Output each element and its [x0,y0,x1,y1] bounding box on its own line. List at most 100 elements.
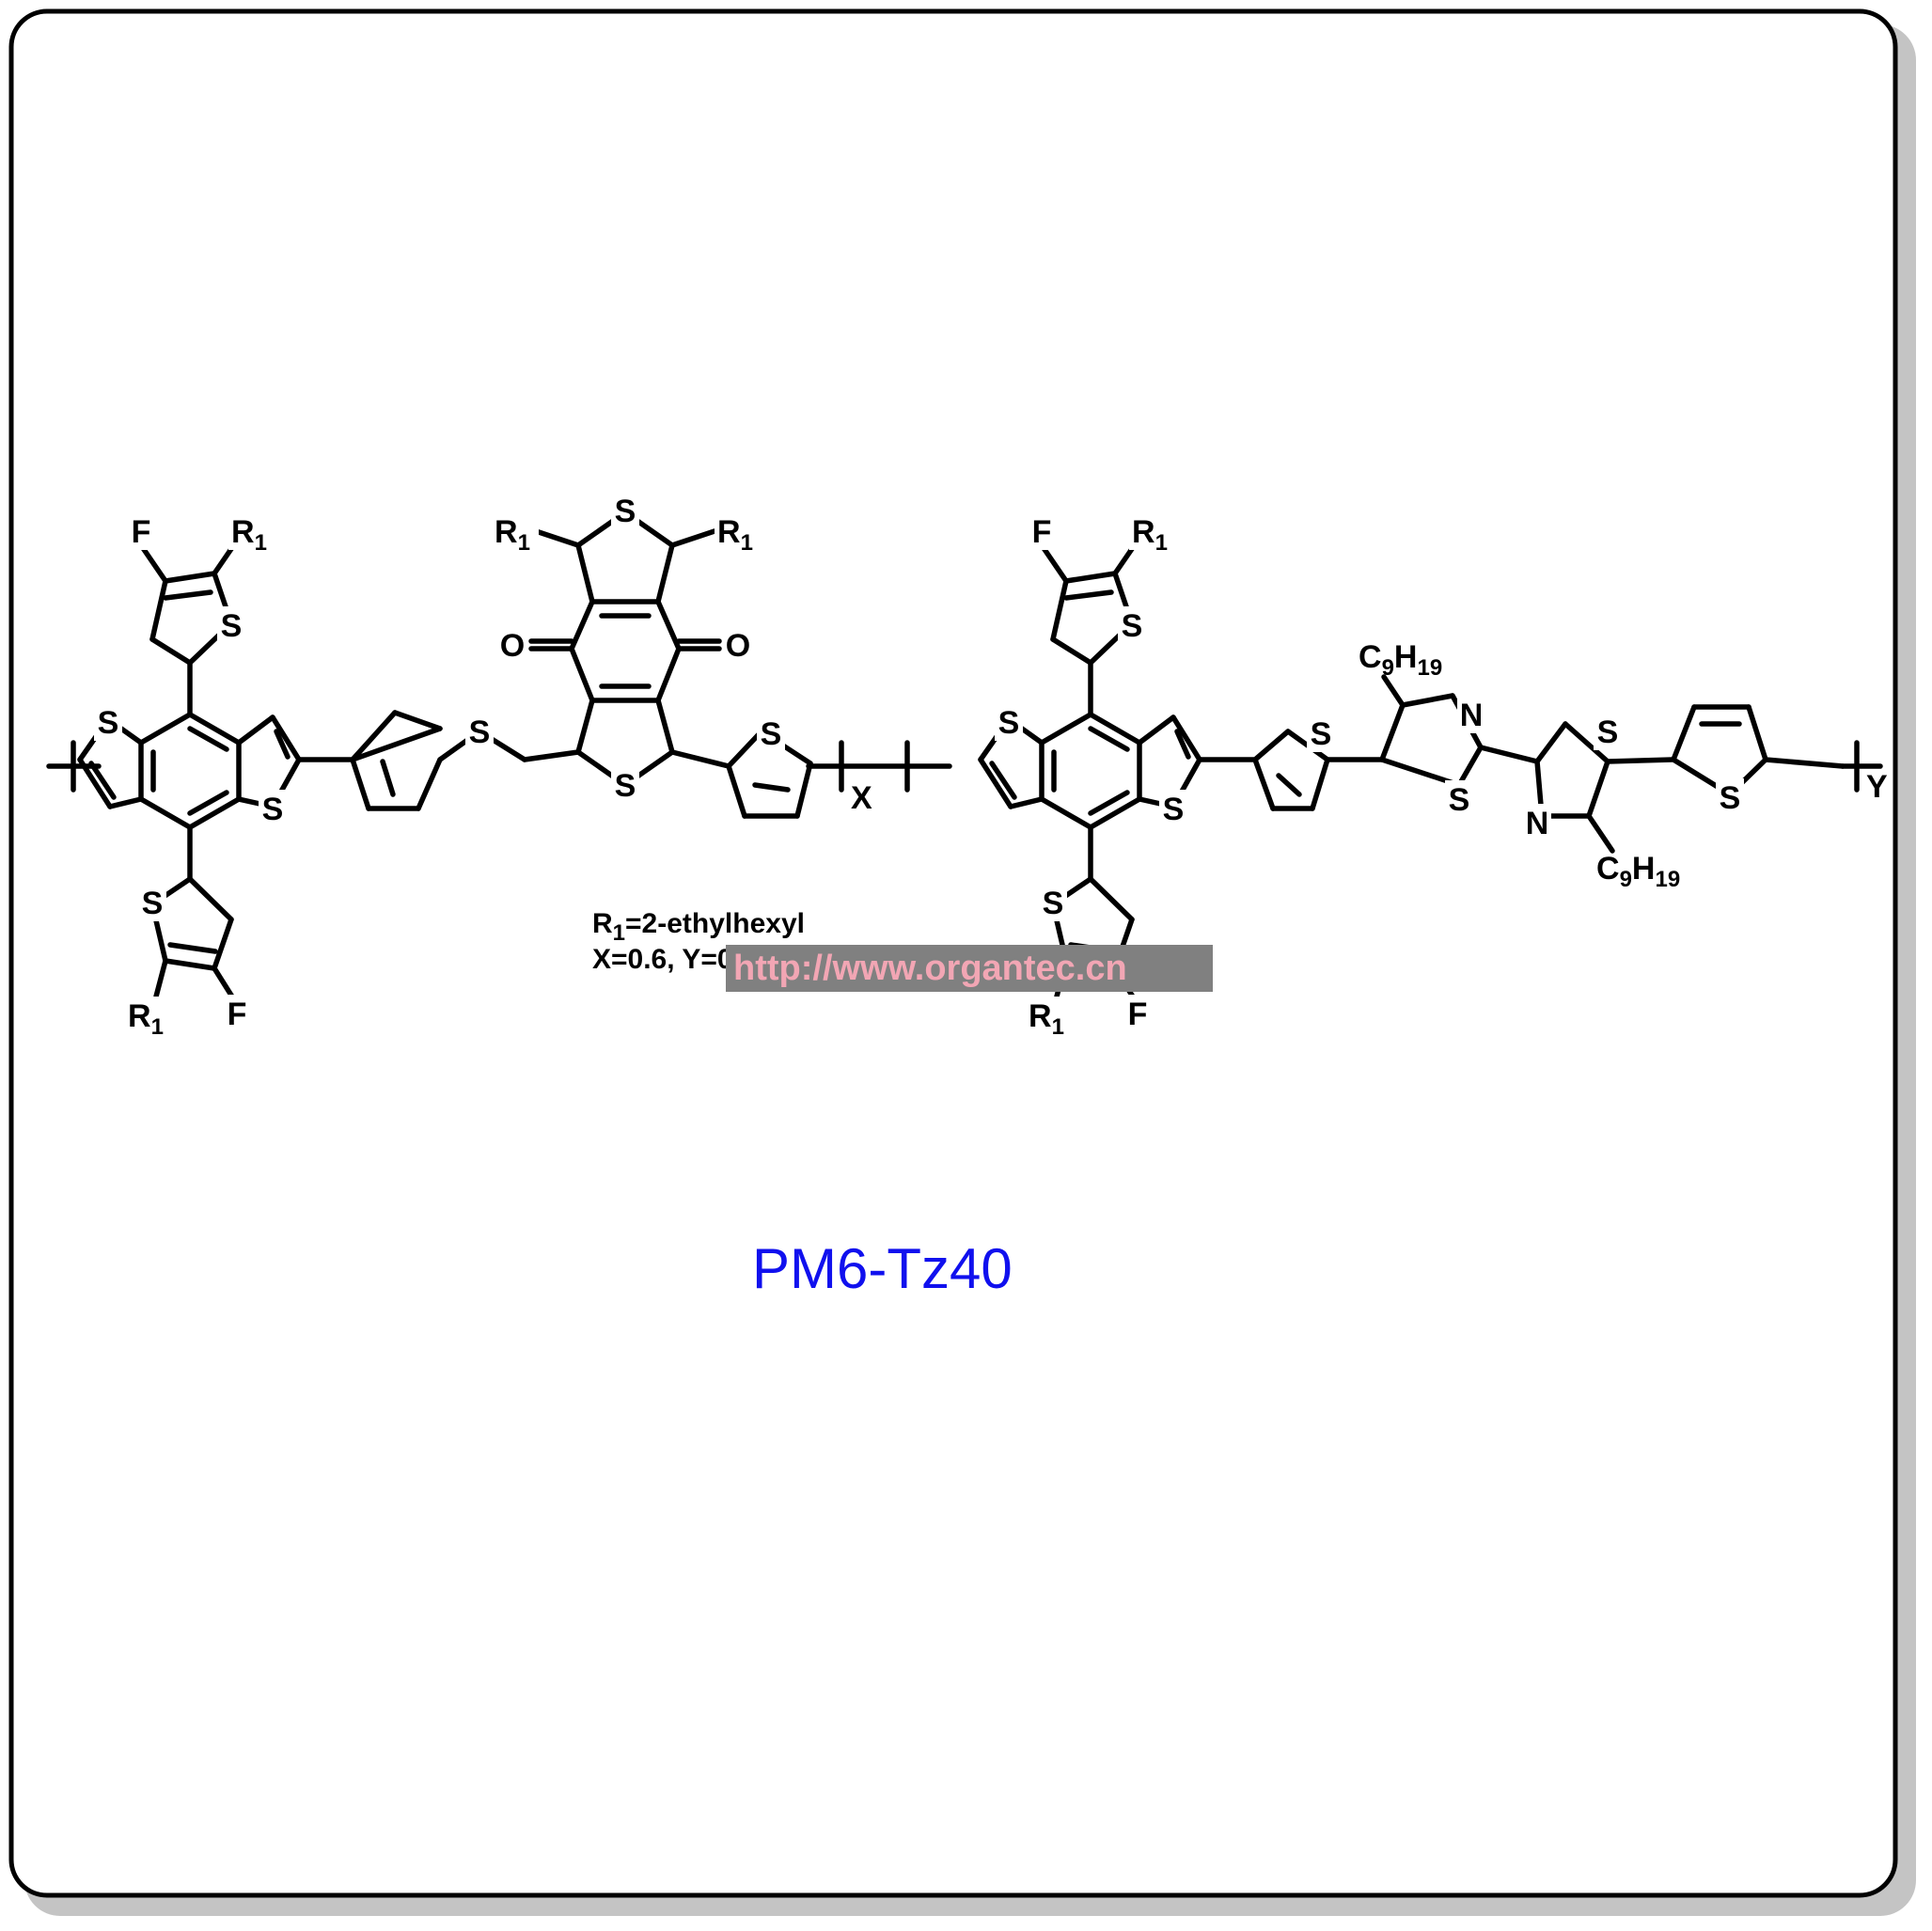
alkyl-bond [1586,813,1615,854]
sulfur-atom: S [98,705,119,741]
oxygen-atom: O [500,628,525,664]
bdt-inner-bond [1174,729,1191,760]
chain-end-bond [1763,757,1846,769]
atom-label-background [1594,713,1622,750]
thiophene-ring [1746,704,1768,762]
atom-label-background [492,512,539,550]
sulfur-atom: S [1720,780,1741,816]
inner-bond [1276,773,1302,797]
bdt-inner-bond [1088,790,1130,816]
thiazole-ring [1563,721,1610,764]
thiophene-ring [350,710,398,762]
top-thiophene-ring [163,571,217,584]
bdt-right-thiophene [236,714,275,746]
bdd-bottom-thiophene [655,698,675,755]
watermark-box [726,945,1213,992]
atom-label-background [715,512,762,550]
atom-label-background [757,714,785,752]
atom-label-background [228,512,275,550]
bdd-top-thiophene [655,542,675,604]
sulfur-atom: S [469,714,491,750]
sulfur-atom: S [142,886,164,921]
bdt-benzene-ring [1039,796,1093,830]
bdt-inner-bond [187,790,229,816]
fluorine-atom: F [1128,997,1148,1032]
atom-label-background [611,492,639,529]
nitrogen-atom: N [1526,806,1549,841]
bdt-benzene-ring [138,796,193,830]
inner-bond [167,942,218,954]
thiophene-ring [350,726,443,762]
top-thiophene-ring [149,636,193,666]
sulfur-atom: S [761,716,782,752]
atom-label-background [259,790,287,827]
atom-label-background [1118,606,1146,644]
atom-label-background [217,606,245,644]
atom-label-background [1159,790,1187,827]
atom-label-background [1716,778,1744,816]
bdt-inner-bond [989,761,1017,800]
thiazole-ring [1586,759,1610,819]
sulfur-atom: S [1597,714,1619,750]
bdt-left-thiophene [107,796,144,809]
r1-group: R1 [1029,998,1064,1040]
inner-bond [163,589,213,601]
bdt-benzene-ring [1088,796,1142,830]
r-bond [533,528,581,548]
bdt-right-thiophene [1137,714,1176,746]
bdt-inner-bond [1088,726,1130,752]
sulfur-atom: S [1122,608,1143,644]
thiazole-ring [1400,693,1455,708]
fluorine-atom: F [228,997,247,1032]
thiophene-ring [350,757,371,811]
fluoro-bond [1039,542,1069,584]
bdt-inner-bond [274,729,291,760]
link-bond [1605,757,1676,764]
inner-bond [752,782,791,793]
link-bond [669,749,731,769]
top-thiophene-ring [1050,578,1069,642]
bdt-benzene-ring [1088,712,1142,746]
thiazole-ring [1456,745,1484,788]
bottom-thiophene-ring [1088,876,1135,922]
sulfur-atom: S [615,494,636,529]
r-bond [153,958,168,999]
atom-label-background [1523,804,1551,841]
bdd-quinone-ring [569,599,595,652]
thiophene-ring [1252,757,1276,811]
sulfur-atom: S [1043,886,1064,921]
atom-label-background [1445,780,1473,818]
thiophene-ring [726,729,764,769]
inner-bond [380,759,396,797]
sulfur-atom: S [221,608,243,644]
atom-label-background [1039,884,1067,921]
compound-title: PM6-Tz40 [752,1237,1013,1300]
r1-group: R1 [1132,514,1168,556]
legend-r-value: =2-ethylhexyl [625,908,805,939]
thiophene-ring [416,757,443,811]
oxygen-atom: O [726,628,750,664]
atom-label-background [1026,997,1073,1034]
fluoro-bond [138,542,168,584]
thiophene-ring [1671,704,1697,762]
atom-label-background [724,626,752,664]
watermark-text: http://www.organtec.cn [733,949,1127,988]
alkyl-bond [1381,674,1406,708]
sulfur-atom: S [1449,782,1470,818]
thiazole-ring [1379,702,1406,762]
bdd-bottom-thiophene [575,698,595,755]
atom-label-background [995,703,1023,741]
legend-r-subscript: 1 [613,920,625,946]
atom-label-background [1129,512,1176,550]
fluorine-atom: F [1032,514,1052,550]
repeat-index-x: X [851,780,872,816]
atom-label-background [125,997,172,1034]
bdt-inner-bond [88,761,117,800]
watermark: http://www.organtec.cn [726,945,1213,992]
bdt-left-thiophene [1008,796,1045,809]
top-thiophene-ring [1063,571,1118,584]
thiophene-ring [1310,757,1330,811]
inner-bond [1063,589,1114,601]
